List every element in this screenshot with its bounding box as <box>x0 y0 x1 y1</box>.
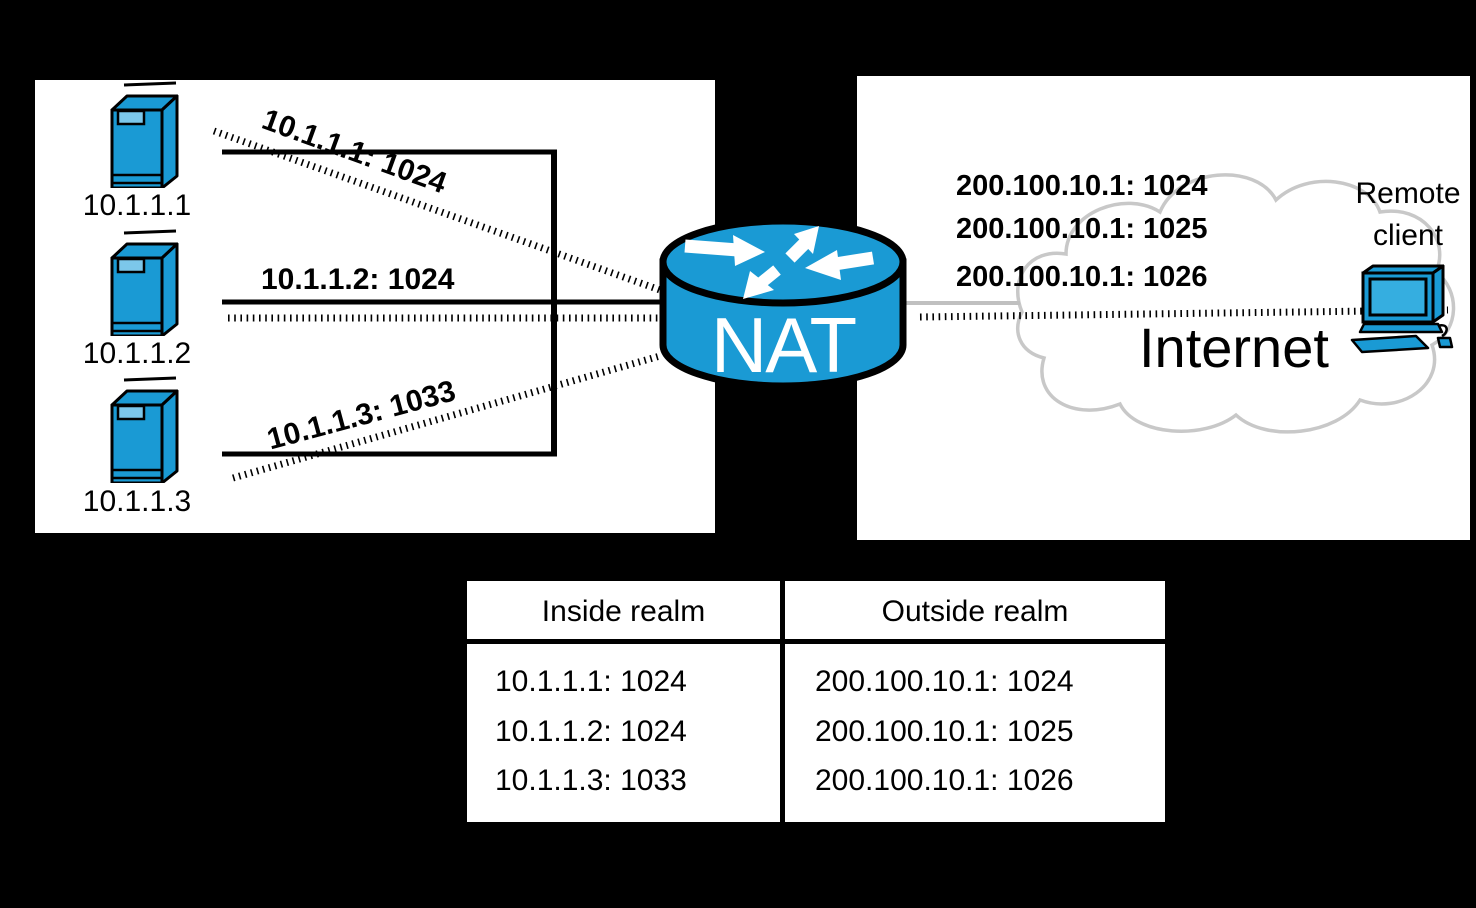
remote-client-label-line2: client <box>1372 219 1444 252</box>
cloud-outline <box>1016 173 1456 434</box>
host3-address-label: 10.1.1.3 <box>82 485 192 518</box>
router-top <box>659 217 907 307</box>
mapped-flow-2-label: 200.100.10.1: 1025 <box>956 213 1208 245</box>
wire2-flow-label: 10.1.1.2: 1024 <box>261 263 455 296</box>
table-cell-outside-3: 200.100.10.1: 1026 <box>815 764 1074 797</box>
mapped-flow-3-label: 200.100.10.1: 1026 <box>956 261 1208 293</box>
server-icon-host2 <box>108 228 180 336</box>
server-icon-host1 <box>108 80 180 188</box>
internet-label: Internet <box>1139 316 1329 379</box>
table-column-divider <box>780 581 785 822</box>
router-label: NAT <box>711 301 856 389</box>
mapped-flow-1-label: 200.100.10.1: 1024 <box>956 170 1208 202</box>
internet-cloud-icon <box>1016 173 1456 434</box>
server-icon-host3 <box>108 375 180 483</box>
host1-address-label: 10.1.1.1 <box>82 189 192 222</box>
host2-address-label: 10.1.1.2 <box>82 337 192 370</box>
flow-dotted-host1 <box>212 127 662 294</box>
remote-client-label-line1: Remote <box>1355 177 1461 210</box>
table-cell-inside-3: 10.1.1.3: 1033 <box>495 764 687 797</box>
remote-client-icon <box>1350 264 1454 354</box>
table-cell-inside-1: 10.1.1.1: 1024 <box>495 665 687 698</box>
table-cell-outside-1: 200.100.10.1: 1024 <box>815 665 1074 698</box>
table-cell-inside-2: 10.1.1.2: 1024 <box>495 715 687 748</box>
table-header-inside: Inside realm <box>541 595 706 628</box>
router-arrows-icon <box>684 226 875 299</box>
table-header-divider <box>467 639 1165 644</box>
flow-dotted-outside <box>919 306 1449 321</box>
table-header-outside: Outside realm <box>881 595 1069 628</box>
nat-router-icon: NAT <box>659 217 907 390</box>
nat-translation-table: Inside realm Outside realm 10.1.1.1: 102… <box>467 581 1165 822</box>
table-cell-outside-2: 200.100.10.1: 1025 <box>815 715 1074 748</box>
